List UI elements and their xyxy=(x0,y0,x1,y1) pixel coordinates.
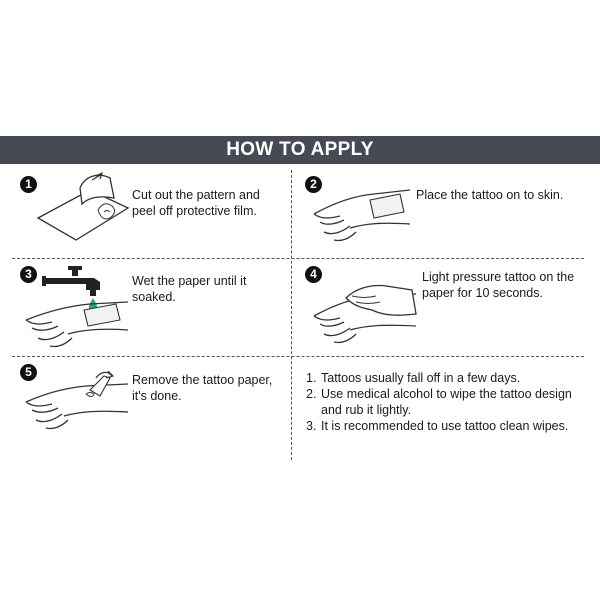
note-text: Tattoos usually fall off in a few days. xyxy=(321,371,521,385)
note-text: Use medical alcohol to wipe the tattoo d… xyxy=(321,387,572,417)
step-5-number: 5 xyxy=(20,364,37,381)
press-tattoo-illustration xyxy=(313,284,417,344)
note-text: It is recommended to use tattoo clean wi… xyxy=(321,419,569,433)
note-item: 3. It is recommended to use tattoo clean… xyxy=(306,418,596,434)
peel-film-illustration xyxy=(36,171,130,241)
step-2-number: 2 xyxy=(305,176,322,193)
note-number: 1. xyxy=(306,371,317,385)
step-2-text: Place the tattoo on to skin. xyxy=(416,188,564,202)
note-number: 3. xyxy=(306,419,317,433)
step-4-text: Light pressure tattoo on the paper for 1… xyxy=(422,270,575,300)
remove-paper-illustration xyxy=(25,370,129,430)
step-1-text: Cut out the pattern and peel off protect… xyxy=(132,188,260,218)
note-item: 1. Tattoos usually fall off in a few day… xyxy=(306,370,596,386)
row-divider-1 xyxy=(12,258,584,259)
step-3-number: 3 xyxy=(20,266,37,283)
step-4-number: 4 xyxy=(305,266,322,283)
column-divider xyxy=(291,170,292,460)
page-title: HOW TO APPLY xyxy=(0,136,600,164)
faucet-wet-paper-illustration xyxy=(25,266,129,348)
step-1-number: 1 xyxy=(20,176,37,193)
step-3-text: Wet the paper until it soaked. xyxy=(132,274,247,304)
note-item: 2. Use medical alcohol to wipe the tatto… xyxy=(306,386,596,418)
step-5-text: Remove the tattoo paper, it's done. xyxy=(132,373,273,403)
note-number: 2. xyxy=(306,387,317,401)
hand-with-tattoo-illustration xyxy=(313,189,411,242)
row-divider-2 xyxy=(12,356,584,357)
application-notes-list: 1. Tattoos usually fall off in a few day… xyxy=(306,370,596,434)
